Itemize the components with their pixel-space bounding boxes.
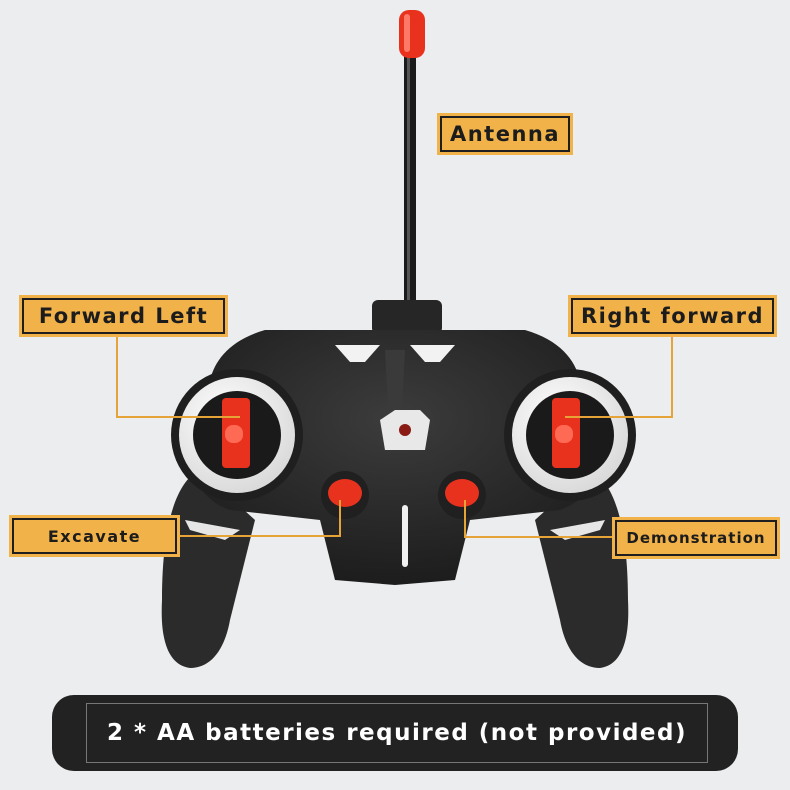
controller-body <box>189 330 601 585</box>
antenna <box>372 10 442 334</box>
demonstration-label: Demonstration <box>613 518 779 558</box>
forward-left-label-text: Forward Left <box>38 304 209 328</box>
excavate-button[interactable] <box>321 471 369 519</box>
leader-lines <box>116 118 673 538</box>
right-forward-label-text: Right forward <box>580 304 765 328</box>
battery-banner-frame: 2 * AA batteries required (not provided) <box>86 703 708 763</box>
right-forward-label: Right forward <box>569 296 776 336</box>
battery-note: 2 * AA batteries required (not provided) <box>106 720 688 746</box>
antenna-label: Antenna <box>438 114 572 154</box>
excavate-label: Excavate <box>10 516 179 556</box>
right-joystick[interactable] <box>504 369 636 501</box>
excavate-label-text: Excavate <box>47 526 142 546</box>
left-joystick[interactable] <box>171 369 303 501</box>
antenna-label-text: Antenna <box>449 122 561 146</box>
power-indicator <box>380 410 430 450</box>
battery-banner <box>52 695 738 771</box>
forward-left-label: Forward Left <box>20 296 227 336</box>
body-accents <box>335 345 455 567</box>
demonstration-button[interactable] <box>438 471 486 519</box>
demonstration-label-text: Demonstration <box>626 529 766 547</box>
